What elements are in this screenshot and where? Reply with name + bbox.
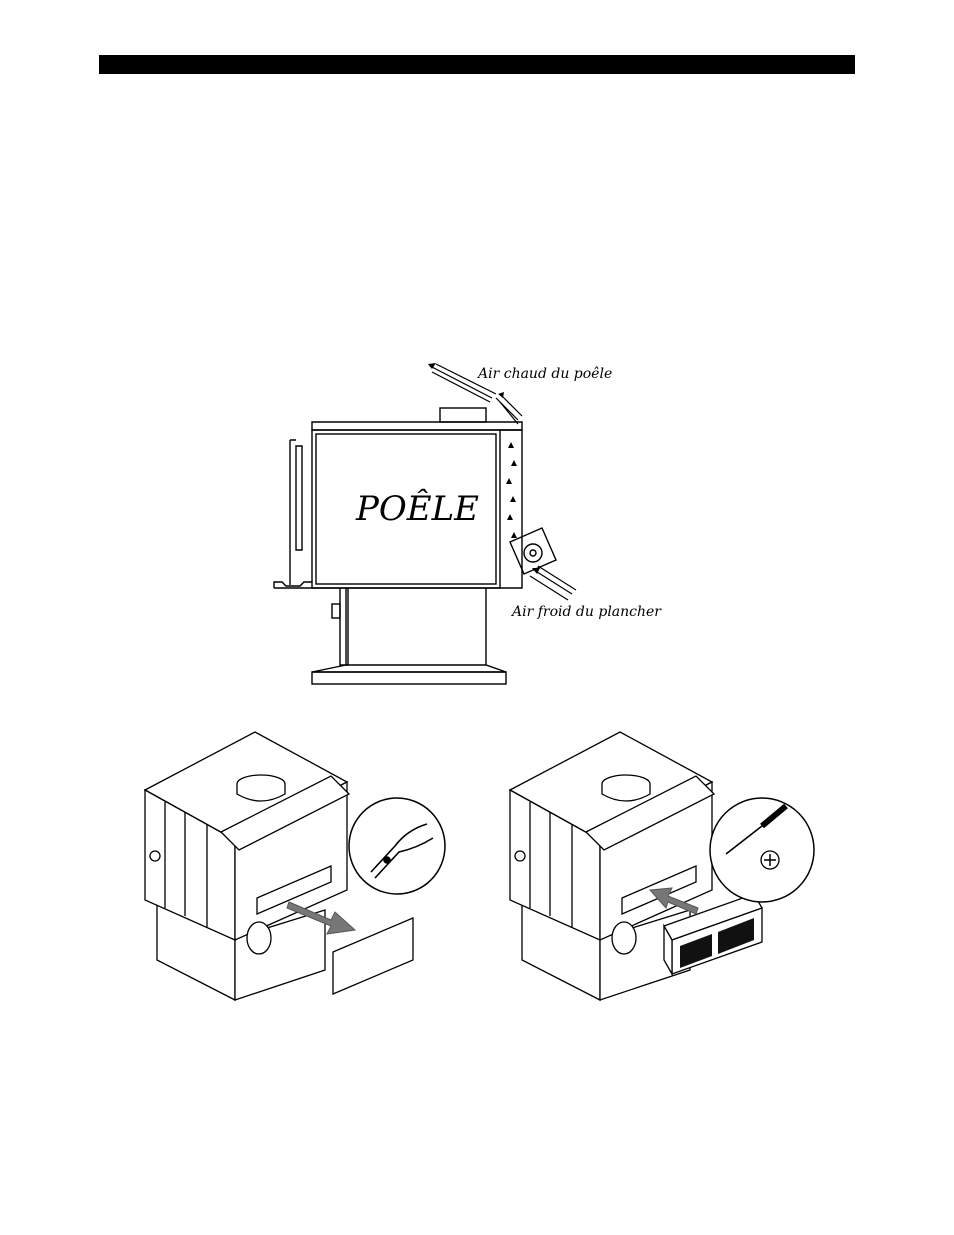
door-handle [295, 445, 303, 551]
base-plate [311, 671, 507, 685]
knockout-opening [256, 865, 332, 915]
cold-air-label: Air froid du plancher [510, 604, 662, 620]
pedestal [345, 588, 487, 665]
header-bar [99, 55, 855, 74]
blower-grille [680, 918, 754, 968]
screwdriver-icon [725, 803, 788, 855]
blower-fan [523, 543, 543, 563]
removal-arrow [286, 901, 357, 935]
ash-lip [273, 581, 312, 588]
airflow-arrows [506, 442, 517, 538]
cold-air-arrows [529, 565, 577, 601]
pliers-callout [348, 797, 446, 895]
install-arrow [648, 887, 699, 915]
screwdriver-callout [709, 797, 815, 903]
hot-air-arrows [429, 363, 523, 425]
base-top [311, 664, 507, 673]
pedestal-left [339, 588, 349, 666]
knockout-plate [332, 917, 414, 995]
stove-airflow-svg: Air chaud du poêle POÊLE Air froid du pl… [273, 363, 662, 685]
heat-shield [500, 429, 523, 589]
knockout-removal-illustration [135, 720, 460, 1010]
pliers-icon [370, 823, 434, 879]
blower-housing [509, 527, 557, 575]
flue-collar [439, 407, 487, 423]
stove-airflow-diagram: Air chaud du poêle POÊLE Air froid du pl… [260, 350, 680, 695]
hot-air-label: Air chaud du poêle [476, 366, 612, 382]
stove-label: POÊLE [355, 488, 479, 529]
stove-top-plate [311, 421, 523, 431]
blower-installation-illustration [500, 720, 820, 1010]
